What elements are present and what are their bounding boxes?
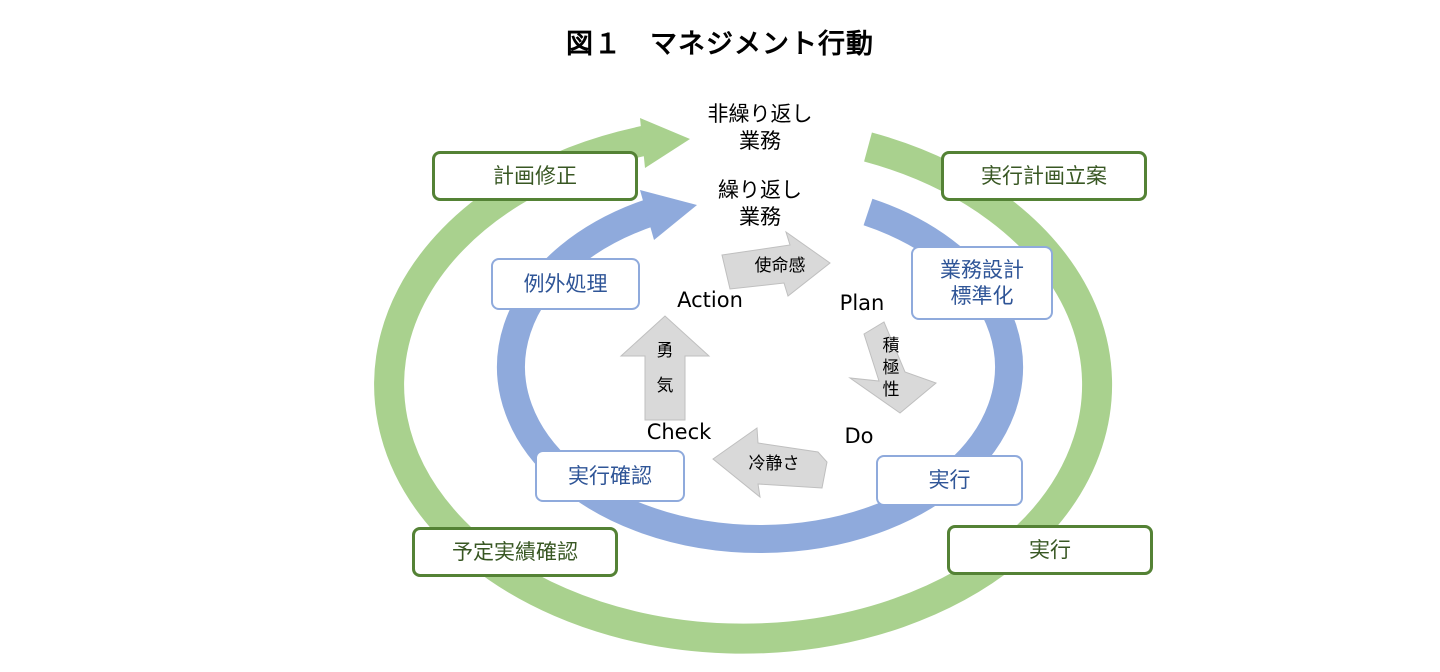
outer-box-plan-actual-check: 予定実績確認 [412,527,618,577]
pdca-action-label: Action [677,288,743,312]
non-routine-work-label: 非繰り返し 業務 [707,102,813,153]
pdca-check-label: Check [646,420,712,444]
outer-box-execution-label: 実行 [1029,537,1071,562]
inner-box-execution: 実行 [876,455,1023,506]
figure-title: 図１ マネジメント行動 [566,29,874,60]
arrow-do-to-check [712,427,828,499]
arrow-label-composure: 冷静さ [748,454,800,474]
outer-box-plan-actual-check-label: 予定実績確認 [452,539,578,564]
arrow-label-sense-of-mission: 使命感 [754,256,806,276]
pdca-do-label: Do [844,424,874,448]
arrow-check-to-action [619,315,711,421]
inner-box-exception-handling: 例外処理 [491,258,640,310]
inner-cycle-arrowhead [640,190,697,240]
inner-cycle-arrow [497,198,1023,553]
arrow-plan-to-do [848,321,937,414]
outer-box-execution-planning: 実行計画立案 [941,151,1147,201]
inner-box-execution-check: 実行確認 [535,450,685,502]
arrow-label-courage: 勇 気 [656,341,674,396]
outer-box-plan-revision-label: 計画修正 [493,163,577,188]
outer-box-plan-revision: 計画修正 [432,151,638,201]
inner-box-work-design: 業務設計 標準化 [911,246,1053,320]
outer-cycle-arrowhead [640,118,690,168]
pdca-plan-label: Plan [839,291,885,315]
inner-box-execution-label: 実行 [928,468,971,493]
outer-cycle-arrow [374,125,1113,654]
outer-box-execution-planning-label: 実行計画立案 [981,163,1107,188]
inner-box-exception-handling-label: 例外処理 [523,271,608,296]
inner-box-execution-check-label: 実行確認 [568,463,652,488]
outer-box-execution: 実行 [947,525,1153,575]
arrow-action-to-plan [721,230,831,297]
arrow-label-proactiveness: 積 極 性 [882,336,900,400]
routine-work-label: 繰り返し 業務 [718,178,802,229]
inner-box-work-design-label: 業務設計 標準化 [940,257,1024,308]
